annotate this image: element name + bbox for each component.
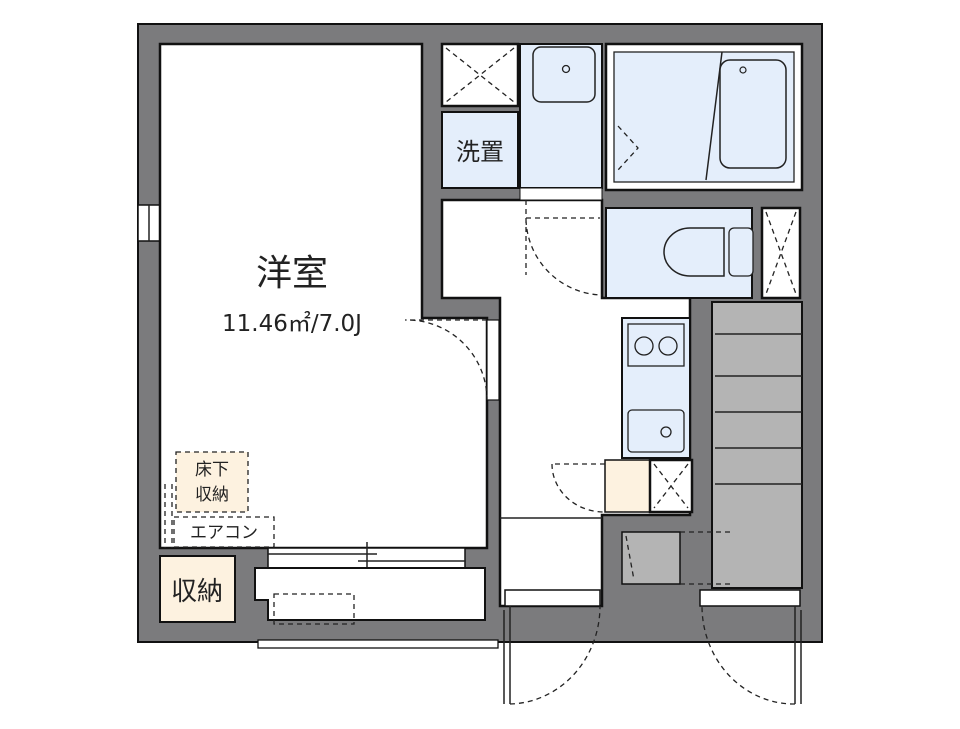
underfloor-storage bbox=[175, 451, 249, 513]
washroom-door bbox=[525, 200, 603, 296]
entrance-door-right bbox=[699, 589, 802, 705]
room-door bbox=[404, 319, 500, 401]
entrance-door-left bbox=[503, 589, 601, 705]
storage-closet bbox=[159, 555, 236, 623]
toilet bbox=[663, 227, 725, 277]
underfloor-label-2: 収納 bbox=[195, 485, 229, 505]
washer-space bbox=[441, 111, 519, 189]
stairs bbox=[711, 301, 803, 589]
stove bbox=[627, 323, 685, 367]
aircon-label: エアコン bbox=[190, 523, 258, 543]
room-name: 洋室 bbox=[256, 253, 328, 294]
western-room bbox=[158, 42, 489, 550]
fridge-space bbox=[604, 459, 651, 513]
washer-label: 洗置 bbox=[456, 138, 504, 166]
aircon bbox=[173, 516, 275, 548]
kitchen-sink bbox=[627, 409, 685, 453]
shoe-storage bbox=[621, 531, 681, 585]
storage-label: 収納 bbox=[171, 577, 223, 607]
room-area: 11.46㎡/7.0J bbox=[222, 311, 362, 337]
toilet-room bbox=[605, 207, 753, 299]
balcony bbox=[254, 542, 499, 649]
sink bbox=[532, 46, 596, 103]
underfloor-label-1: 床下 bbox=[195, 460, 229, 480]
bathtub bbox=[719, 59, 787, 169]
